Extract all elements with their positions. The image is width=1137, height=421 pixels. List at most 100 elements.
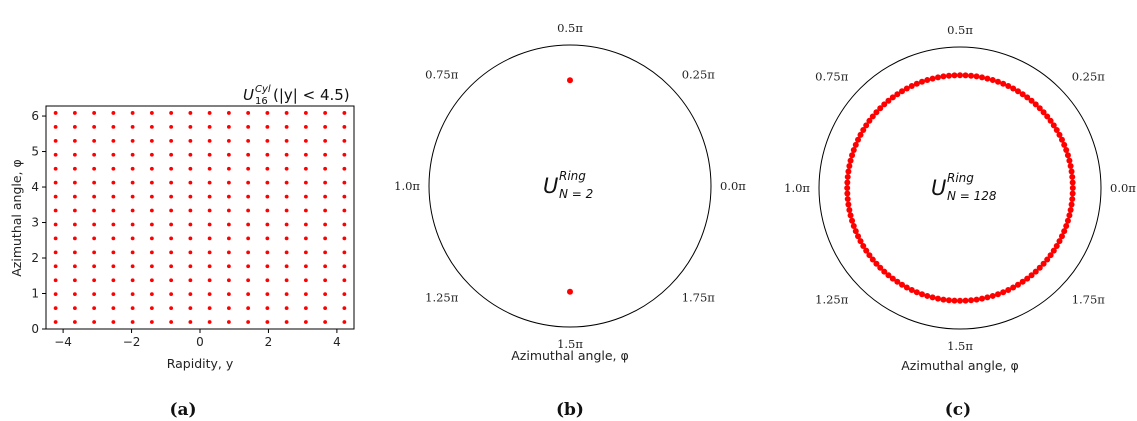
- polar-c-point: [1063, 223, 1070, 229]
- plot-a-point: [342, 208, 347, 213]
- caption-a: (a): [169, 400, 196, 420]
- polar-b-point: [567, 77, 573, 84]
- polar-c-point: [844, 173, 851, 180]
- polar-c-point: [885, 272, 892, 279]
- polar-c-point: [1069, 185, 1076, 191]
- plot-a-point: [111, 222, 116, 227]
- caption-b: (b): [556, 400, 584, 420]
- plot-a-point: [169, 292, 174, 297]
- plot-a-point: [226, 180, 231, 185]
- polar-c-angle-label: 0.0π: [1110, 181, 1136, 195]
- plot-a-point: [53, 138, 58, 143]
- plot-a-point: [284, 222, 289, 227]
- plot-a-point: [207, 320, 212, 324]
- plot-a-point: [149, 125, 154, 129]
- plot-a-point: [284, 194, 289, 199]
- polar-c-point: [1010, 284, 1017, 291]
- polar-c-point: [1024, 94, 1031, 101]
- plot-a-point: [265, 236, 270, 241]
- plot-a-point: [111, 236, 116, 241]
- plot-a-point: [53, 222, 58, 227]
- plot-a-point: [342, 236, 347, 241]
- plot-a-point: [53, 111, 58, 115]
- polar-c-point: [845, 168, 852, 175]
- plot-a-point: [284, 320, 289, 324]
- polar-c-point: [1019, 91, 1026, 98]
- polar-c-point: [1032, 268, 1039, 275]
- polar-c-point: [924, 77, 931, 84]
- plot-a-point: [53, 180, 58, 185]
- plot-a-y-tick-label: 4: [31, 180, 39, 194]
- plot-a-y-tick-label: 3: [31, 216, 39, 230]
- plot-a-point: [323, 320, 328, 324]
- plot-a-point: [323, 236, 328, 241]
- polar-b-label-sub: N = 2: [559, 187, 593, 201]
- plot-a-point: [72, 278, 77, 283]
- polar-c-point: [852, 141, 859, 148]
- polar-c-point: [889, 275, 896, 282]
- polar-c-point: [881, 268, 888, 275]
- plot-a-point: [92, 166, 97, 171]
- plot-a-point: [265, 278, 270, 283]
- caption-c: (c): [945, 400, 971, 420]
- plot-a-point: [130, 278, 135, 283]
- polar-c-point: [852, 228, 859, 235]
- polar-c-point: [919, 78, 925, 85]
- polar-b-angle-label: 0.75π: [425, 67, 459, 81]
- plot-a-point: [207, 194, 212, 199]
- plot-a-point: [246, 152, 251, 157]
- polar-b-angle-label: 0.25π: [682, 67, 716, 81]
- polar-c-point: [934, 74, 941, 81]
- plot-a-point: [111, 264, 116, 269]
- plot-a-point: [342, 250, 347, 255]
- plot-a-title-base: U: [243, 86, 254, 104]
- plot-a-point: [53, 166, 58, 171]
- plot-a-point: [207, 166, 212, 171]
- plot-a-point: [130, 194, 135, 199]
- plot-a-point: [342, 222, 347, 227]
- plot-a-point: [246, 222, 251, 227]
- plot-a-point: [226, 306, 231, 310]
- polar-c-point: [1040, 260, 1047, 267]
- polar-c-point: [866, 117, 873, 124]
- plot-a-point: [207, 278, 212, 283]
- polar-c-point: [857, 131, 864, 138]
- plot-a-point: [207, 236, 212, 241]
- polar-c-point: [844, 190, 851, 197]
- polar-c-point: [1014, 281, 1021, 288]
- polar-c-point: [1056, 238, 1063, 245]
- plot-a-point: [226, 138, 231, 143]
- plot-a-point: [284, 264, 289, 269]
- polar-c-point: [968, 72, 975, 79]
- polar-c-point: [1058, 233, 1065, 240]
- polar-c-point: [913, 289, 920, 296]
- plot-a-point: [342, 152, 347, 157]
- plot-a-point: [342, 292, 347, 297]
- plot-a-point: [149, 292, 154, 297]
- plot-a-point: [342, 125, 347, 129]
- plot-a-point: [226, 152, 231, 157]
- plot-a-point: [303, 138, 308, 143]
- polar-c-point: [849, 152, 856, 159]
- plot-a-point: [323, 278, 328, 283]
- plot-a-y-tick-label: 5: [31, 145, 39, 159]
- polar-c-point: [1069, 190, 1076, 197]
- plot-a-point: [207, 306, 212, 310]
- plot-a-point: [284, 306, 289, 310]
- polar-c-point: [940, 296, 947, 303]
- plot-a-point: [226, 208, 231, 213]
- polar-c-point: [989, 292, 996, 299]
- polar-c-point: [1028, 272, 1035, 279]
- plot-a-point: [226, 292, 231, 297]
- plot-a-point: [149, 152, 154, 157]
- polar-c-point: [984, 294, 991, 301]
- plot-a-point: [149, 138, 154, 143]
- plot-a-point: [207, 208, 212, 213]
- plot-a-point: [265, 306, 270, 310]
- polar-c-point: [951, 297, 958, 304]
- plot-a-x-tick-label: 2: [265, 335, 273, 349]
- plot-a-point: [246, 236, 251, 241]
- polar-c-point: [1014, 88, 1021, 95]
- polar-c-point: [1047, 117, 1054, 124]
